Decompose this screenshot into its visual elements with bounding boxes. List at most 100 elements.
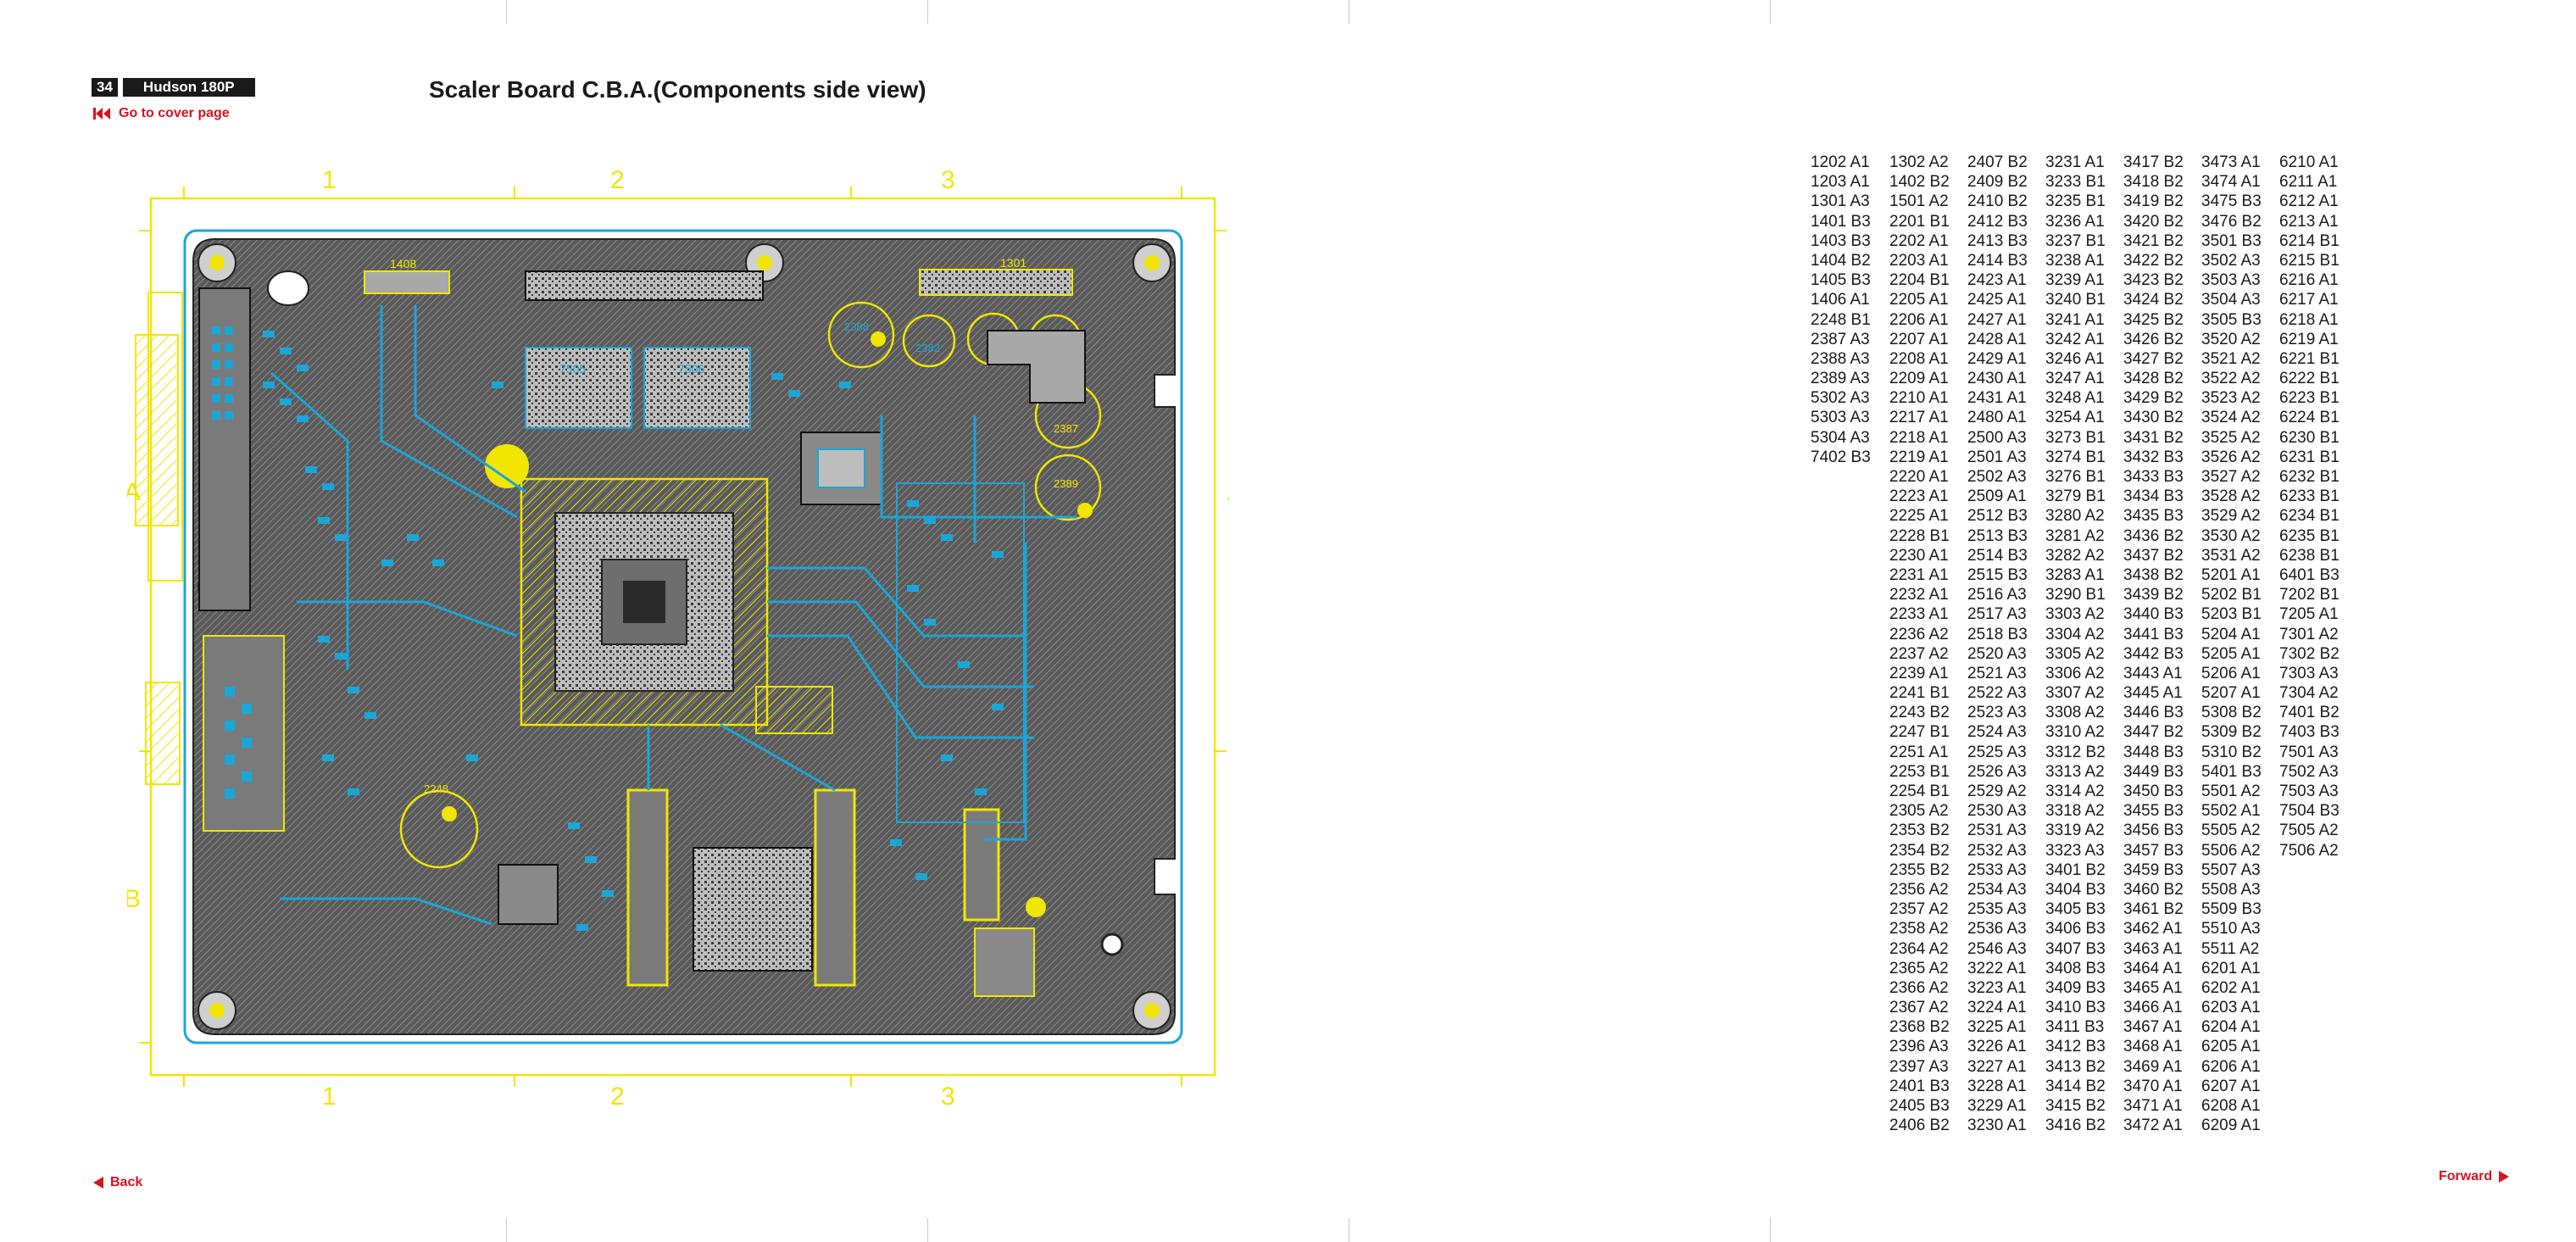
table-cell: 6230 B1: [2279, 428, 2340, 447]
page-title: Scaler Board C.B.A.(Components side view…: [429, 76, 926, 103]
table-cell: 3503 A3: [2201, 271, 2261, 290]
table-cell: 1405 B3: [1811, 271, 1871, 290]
table-cell: 5507 A3: [2201, 860, 2261, 879]
table-cell: 6205 A1: [2201, 1038, 2261, 1056]
table-cell: 3410 B3: [2045, 999, 2106, 1017]
table-cell: 5205 A1: [2201, 644, 2261, 663]
table-cell: 2237 A2: [1889, 644, 1949, 663]
table-cell: 2236 A2: [1889, 625, 1949, 643]
table-cell: 2520 A3: [1967, 644, 2027, 663]
table-cell: 7302 B2: [2279, 644, 2340, 663]
table-cell: 3418 B2: [2123, 173, 2184, 192]
table-cell: 2414 B3: [1967, 251, 2028, 270]
table-cell: 6202 A1: [2201, 978, 2261, 997]
table-cell: 2208 A1: [1889, 349, 1949, 368]
table-cell: 2502 A3: [1967, 468, 2027, 486]
table-cell: 6208 A1: [2201, 1097, 2261, 1115]
table-cell: 6214 B1: [2279, 231, 2340, 250]
component-label: 2387: [1054, 422, 1078, 435]
crop-mark: [927, 0, 928, 24]
row-label: B: [127, 885, 141, 913]
col-label: 3: [941, 1083, 955, 1111]
table-cell: 3445 A1: [2123, 684, 2183, 703]
table-cell: 6206 A1: [2201, 1057, 2261, 1076]
table-cell: 2431 A1: [1967, 389, 2027, 408]
col-label: 1: [322, 1083, 337, 1111]
table-cell: 6207 A1: [2201, 1077, 2261, 1095]
table-cell: 3314 A2: [2045, 783, 2105, 800]
table-cell: 3472 A1: [2123, 1117, 2183, 1135]
table-cell: 5207 A1: [2201, 684, 2261, 703]
table-cell: 2355 B2: [1889, 860, 1950, 879]
table-cell: 3446 B3: [2123, 704, 2184, 722]
table-cell: 7401 B2: [2279, 704, 2340, 722]
table-cell: 2516 A3: [1967, 586, 2027, 604]
table-cell: 3430 B2: [2123, 409, 2184, 427]
table-cell: 3312 B2: [2045, 743, 2106, 761]
table-cell: 5304 A3: [1811, 428, 1870, 447]
table-cell: 3416 B2: [2045, 1117, 2106, 1135]
table-cell: 6238 B1: [2279, 546, 2340, 565]
table-cell: 5303 A3: [1811, 409, 1870, 427]
table-cell: 2412 B3: [1967, 212, 2028, 231]
table-cell: 7501 A3: [2279, 743, 2339, 761]
table-cell: 3273 B1: [2045, 428, 2106, 447]
table-cell: 2254 B1: [1889, 783, 1950, 800]
table-cell: 7301 A2: [2279, 625, 2339, 643]
cover-page-link[interactable]: Go to cover page: [93, 106, 230, 121]
table-cell: 3247 A1: [2045, 370, 2105, 388]
table-cell: 6219 A1: [2279, 330, 2339, 348]
table-cell: 5206 A1: [2201, 664, 2261, 682]
table-cell: 3505 B3: [2201, 310, 2262, 329]
table-cell: 3422 B2: [2123, 251, 2184, 270]
table-cell: 2526 A3: [1967, 762, 2027, 781]
table-cell: 2225 A1: [1889, 507, 1949, 526]
table-cell: 3319 A2: [2045, 822, 2105, 840]
forward-link[interactable]: Forward: [2439, 1169, 2510, 1184]
table-cell: 3283 A1: [2045, 565, 2105, 584]
table-cell: 6222 B1: [2279, 370, 2340, 388]
table-cell: 2423 A1: [1967, 271, 2027, 290]
table-cell: 3525 A2: [2201, 428, 2261, 447]
table-cell: 3425 B2: [2123, 310, 2184, 329]
table-cell: 3426 B2: [2123, 330, 2184, 348]
table-cell: 3415 B2: [2045, 1097, 2106, 1115]
crop-mark: [506, 0, 507, 24]
table-cell: 3501 B3: [2201, 231, 2262, 250]
table-cell: 3229 A1: [1967, 1097, 2027, 1115]
table-cell: 3233 B1: [2045, 173, 2106, 192]
table-cell: 6223 B1: [2279, 389, 2340, 408]
table-cell: 2546 A3: [1967, 939, 2027, 958]
table-cell: 3523 A2: [2201, 389, 2261, 408]
table-cell: 2407 B2: [1967, 153, 2028, 171]
table-cell: 7403 B3: [2279, 723, 2340, 742]
table-cell: 7504 B3: [2279, 802, 2340, 821]
table-cell: 3428 B2: [2123, 370, 2184, 388]
table-cell: 3308 A2: [2045, 704, 2105, 722]
table-cell: 3427 B2: [2123, 349, 2184, 368]
table-cell: 3407 B3: [2045, 939, 2106, 958]
table-cell: 6209 A1: [2201, 1117, 2261, 1135]
crop-mark: [1770, 0, 1771, 24]
table-cell: 3429 B2: [2123, 389, 2184, 408]
back-link[interactable]: Back: [93, 1175, 142, 1190]
table-cell: 3433 B3: [2123, 468, 2184, 486]
table-cell: 2515 B3: [1967, 565, 2028, 584]
table-cell: 2518 B3: [1967, 625, 2028, 643]
table-cell: 2532 A3: [1967, 841, 2027, 860]
table-cell: 6235 B1: [2279, 526, 2340, 545]
component-label: 2389: [1054, 477, 1078, 490]
cover-page-label: Go to cover page: [119, 106, 230, 120]
table-cell: 1406 A1: [1811, 291, 1870, 309]
table-cell: 2201 B1: [1889, 212, 1950, 231]
table-cell: 2522 A3: [1967, 684, 2027, 703]
table-cell: 2204 B1: [1889, 271, 1950, 290]
component-label: 2388: [844, 320, 869, 333]
table-cell: 3238 A1: [2045, 251, 2105, 270]
table-cell: 2396 A3: [1889, 1038, 1949, 1056]
table-cell: 3408 B3: [2045, 959, 2106, 977]
table-cell: 2514 B3: [1967, 546, 2028, 565]
table-cell: 2387 A3: [1811, 330, 1870, 348]
table-cell: 2203 A1: [1889, 251, 1949, 270]
